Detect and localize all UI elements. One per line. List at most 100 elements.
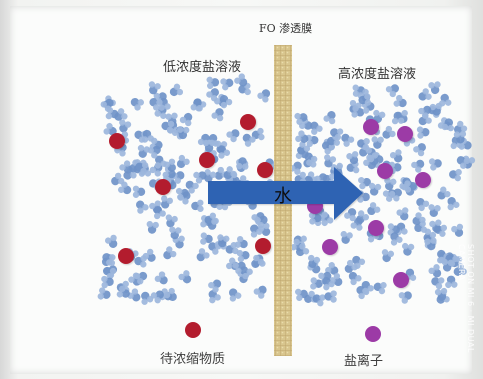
water-molecule: [453, 263, 467, 276]
concentrate-particle: [199, 152, 215, 168]
water-molecule: [163, 246, 177, 260]
water-molecule: [141, 291, 154, 305]
water-molecule: [119, 160, 133, 174]
water-molecule: [389, 149, 403, 163]
water-molecule: [149, 98, 163, 111]
water-molecule: [295, 243, 310, 257]
water-molecule: [428, 158, 442, 171]
water-molecule: [396, 207, 409, 221]
water-molecule: [330, 128, 344, 141]
concentrate-particle: [118, 248, 134, 264]
water-molecule: [323, 111, 336, 125]
water-molecule: [234, 236, 248, 249]
water-molecule: [434, 287, 448, 301]
water-molecule: [114, 108, 128, 121]
water-molecule: [391, 111, 405, 125]
water-molecule: [257, 89, 271, 103]
water-molecule: [367, 202, 381, 216]
water-molecule: [141, 129, 155, 143]
water-molecule: [344, 259, 358, 273]
water-molecule: [175, 187, 189, 201]
salt-ion-particle: [363, 119, 379, 135]
water-molecule: [146, 220, 159, 234]
water-molecule: [130, 97, 145, 111]
water-molecule: [351, 105, 365, 118]
water-molecule: [234, 73, 248, 87]
salt-ion-particle: [397, 126, 413, 142]
water-molecule: [196, 248, 210, 262]
water-molecule: [388, 188, 403, 202]
water-molecule: [385, 84, 400, 98]
water-molecule: [294, 112, 308, 126]
water-molecule: [416, 126, 430, 139]
water-molecule: [451, 223, 464, 237]
water-molecule: [176, 154, 190, 169]
water-molecule: [445, 275, 458, 289]
concentrate-particle: [255, 238, 271, 254]
water-molecule: [165, 214, 178, 228]
water-molecule: [193, 171, 207, 184]
water-molecule: [148, 81, 161, 95]
water-molecule: [254, 215, 268, 229]
water-molecule: [356, 210, 370, 224]
water-molecule: [204, 212, 218, 225]
water-molecule: [329, 272, 343, 287]
water-molecule: [169, 226, 182, 240]
water-molecule: [179, 112, 193, 127]
water-molecule: [297, 141, 311, 155]
water-molecule: [236, 157, 249, 170]
high-concentration-label: 高浓度盐溶液: [338, 67, 417, 82]
water-molecule: [104, 234, 118, 248]
water-molecule: [153, 205, 166, 220]
water-molecule: [211, 108, 224, 122]
water-molecule: [132, 185, 146, 198]
camera-watermark: SHOT ON MI 6 · MI DUAL CAMERA: [457, 244, 475, 353]
water-molecule: [154, 271, 168, 285]
water-molecule: [428, 204, 441, 217]
water-molecule: [413, 143, 426, 157]
water-molecule: [163, 287, 177, 302]
water-molecule: [119, 119, 132, 133]
water-flow-label: 水: [274, 186, 292, 207]
water-molecule: [217, 145, 231, 159]
water-molecule: [398, 291, 412, 304]
water-molecule: [97, 287, 111, 300]
salt-ion-particle: [368, 220, 384, 236]
water-molecule: [160, 195, 174, 209]
water-molecule: [116, 285, 130, 298]
water-molecule: [373, 282, 387, 295]
water-molecule: [324, 154, 337, 168]
water-molecule: [393, 94, 407, 108]
salt-ion-particle: [377, 163, 393, 179]
water-molecule: [441, 118, 454, 132]
concentrate-particle: [109, 133, 125, 149]
water-molecule: [371, 136, 384, 149]
water-molecule: [190, 98, 203, 112]
water-molecule: [219, 95, 233, 109]
water-molecule: [429, 219, 442, 233]
water-molecule: [454, 120, 468, 134]
water-molecule: [449, 168, 462, 182]
water-molecule: [202, 139, 216, 153]
water-molecule: [310, 277, 323, 290]
water-molecule: [403, 268, 417, 282]
water-molecule: [441, 258, 454, 272]
membrane-title: FO 渗透膜: [259, 22, 313, 35]
water-molecule: [191, 199, 204, 213]
water-molecule: [163, 158, 176, 172]
water-molecule: [102, 253, 116, 266]
water-molecule: [381, 249, 395, 263]
water-molecule: [453, 130, 467, 144]
water-molecule: [304, 152, 318, 166]
water-molecule: [384, 177, 397, 191]
water-molecule: [447, 197, 460, 211]
water-molecule: [418, 88, 432, 101]
water-flow-arrow: 水: [208, 167, 363, 220]
water-molecule: [217, 234, 230, 248]
water-molecule: [429, 102, 442, 116]
water-molecule: [169, 83, 184, 97]
water-molecule: [428, 81, 441, 95]
concentrate-legend-label: 待浓缩物质: [160, 352, 226, 367]
water-molecule: [416, 197, 430, 212]
water-molecule: [456, 156, 471, 169]
